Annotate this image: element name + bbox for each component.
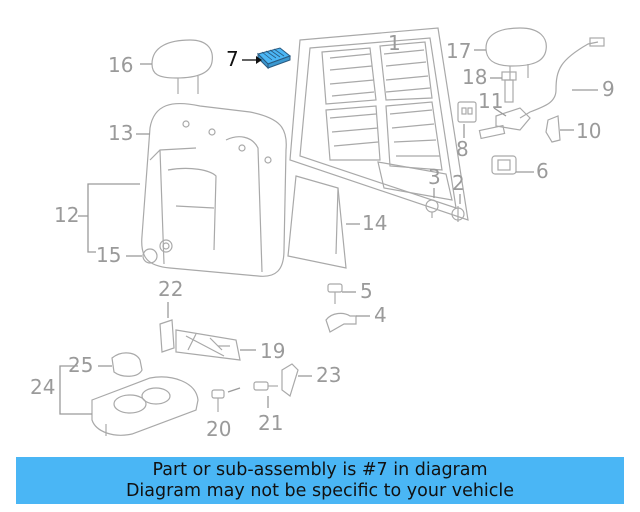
release-cable <box>519 37 605 119</box>
callout-15: 15 <box>96 243 121 267</box>
latch <box>478 107 531 140</box>
cup-insert <box>111 352 143 377</box>
clip-23 <box>281 363 299 397</box>
guide-sleeve <box>501 71 517 103</box>
part-7-clip[interactable] <box>257 47 292 70</box>
info-banner: Part or sub-assembly is #7 in diagram Di… <box>16 457 624 504</box>
callout-9: 9 <box>602 77 615 101</box>
callout-3: 3 <box>428 165 441 189</box>
cover-plate <box>457 101 477 123</box>
bolt-20 <box>211 389 225 412</box>
parts-diagram: 1 2 3 4 5 6 7 8 9 10 11 12 13 14 15 16 1… <box>30 27 615 441</box>
callout-20: 20 <box>206 417 231 441</box>
hinge-bracket-19 <box>175 329 241 361</box>
banner-line-disclaimer: Diagram may not be specific to your vehi… <box>125 480 515 501</box>
callout-21: 21 <box>258 411 283 435</box>
callout-14: 14 <box>362 211 387 235</box>
bracket-24 <box>59 365 92 415</box>
back-panel <box>287 175 347 269</box>
callout-7[interactable]: 7 <box>226 47 239 71</box>
callout-18: 18 <box>462 65 487 89</box>
bolt-3 <box>425 199 439 218</box>
callout-11: 11 <box>478 89 503 113</box>
callout-22: 22 <box>158 277 183 301</box>
grommet <box>142 239 173 264</box>
callout-2: 2 <box>452 171 465 195</box>
callout-25: 25 <box>68 353 93 377</box>
callout-5: 5 <box>360 279 373 303</box>
callout-24: 24 <box>30 375 55 399</box>
leader-7-arrow <box>256 56 262 64</box>
callout-10: 10 <box>576 119 601 143</box>
callout-4: 4 <box>374 303 387 327</box>
bracket-12 <box>87 183 140 253</box>
bracket-6 <box>491 155 517 175</box>
hinge-4 <box>325 312 357 333</box>
callout-19: 19 <box>260 339 285 363</box>
seat-back-frame <box>289 27 469 221</box>
callout-23: 23 <box>316 363 341 387</box>
banner-line-part-number: Part or sub-assembly is #7 in diagram <box>152 459 488 480</box>
callout-12: 12 <box>54 203 79 227</box>
leader-11 <box>493 107 507 117</box>
seat-back-cushion <box>141 102 287 277</box>
headrest-left <box>151 39 213 94</box>
leader-20 <box>227 387 241 393</box>
bolt-2 <box>451 206 465 222</box>
bolt-5 <box>327 283 343 304</box>
headrest-right <box>485 27 547 80</box>
lever <box>545 115 561 143</box>
bracket-22 <box>159 319 175 353</box>
callout-1: 1 <box>388 31 401 55</box>
callout-13: 13 <box>108 121 133 145</box>
armrest-24 <box>91 376 199 436</box>
bolt-21 <box>253 381 278 391</box>
callout-8: 8 <box>456 137 469 161</box>
callout-17: 17 <box>446 39 471 63</box>
callout-6: 6 <box>536 159 549 183</box>
callout-16: 16 <box>108 53 133 77</box>
